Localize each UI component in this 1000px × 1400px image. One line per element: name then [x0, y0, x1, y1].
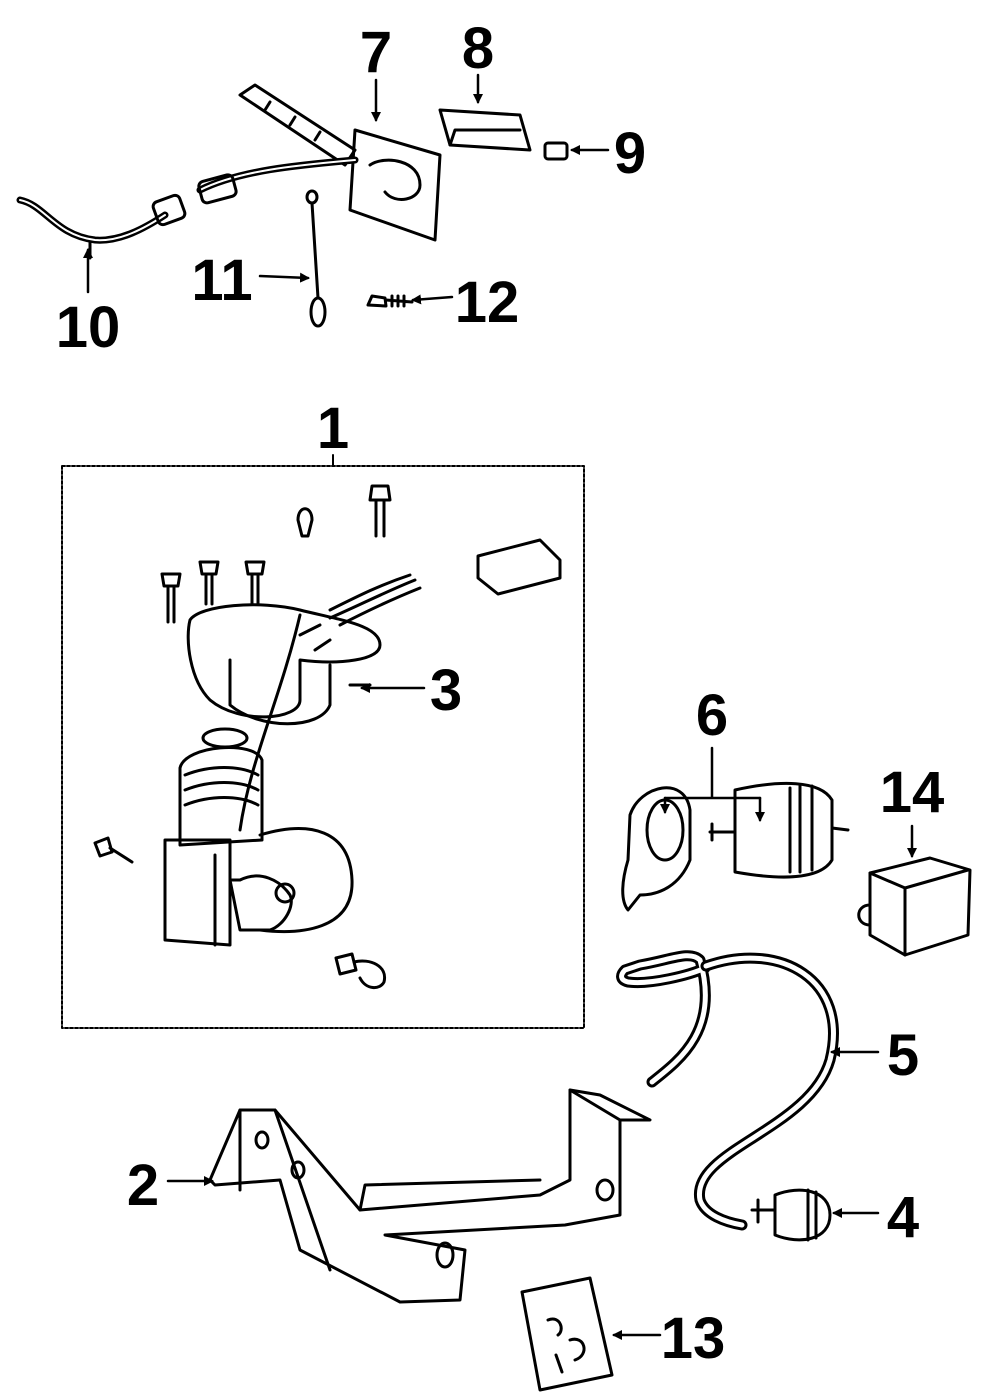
callout-11: 11 — [191, 248, 252, 313]
callout-1: 1 — [317, 396, 349, 461]
leveling-compressor — [163, 746, 354, 947]
part-5-hose — [616, 950, 839, 1231]
callout-5: 5 — [887, 1023, 919, 1088]
part-7-bracket-with-straps — [196, 83, 442, 242]
callout-6: 6 — [696, 683, 728, 748]
callout-14: 14 — [880, 760, 945, 825]
callout-3: 3 — [430, 658, 462, 723]
part-10-harness — [16, 193, 187, 260]
callout-10: 10 — [56, 295, 121, 360]
part-4-valve — [750, 1188, 832, 1242]
callout-7: 7 — [360, 20, 392, 85]
part-12-screw — [366, 294, 414, 308]
part-2-mounting-bracket — [208, 1088, 652, 1304]
part-14-relay — [857, 856, 972, 957]
callout-2: 2 — [127, 1153, 159, 1218]
part-11-strap — [305, 189, 327, 328]
callout-4: 4 — [887, 1185, 919, 1250]
assembly-bolts — [93, 484, 392, 989]
callout-13: 13 — [661, 1306, 726, 1371]
part-3-height-sensor — [186, 538, 562, 832]
part-13-pad — [520, 1276, 614, 1392]
part-6-bracket-and-dryer — [621, 782, 850, 912]
part-9-clip — [543, 141, 569, 161]
callout-12: 12 — [455, 270, 520, 335]
assembly-1-frame — [61, 465, 585, 1029]
part-8-cover — [438, 108, 532, 152]
callout-leaders — [83, 73, 917, 1340]
callout-9: 9 — [614, 121, 646, 186]
callout-8: 8 — [462, 16, 494, 81]
